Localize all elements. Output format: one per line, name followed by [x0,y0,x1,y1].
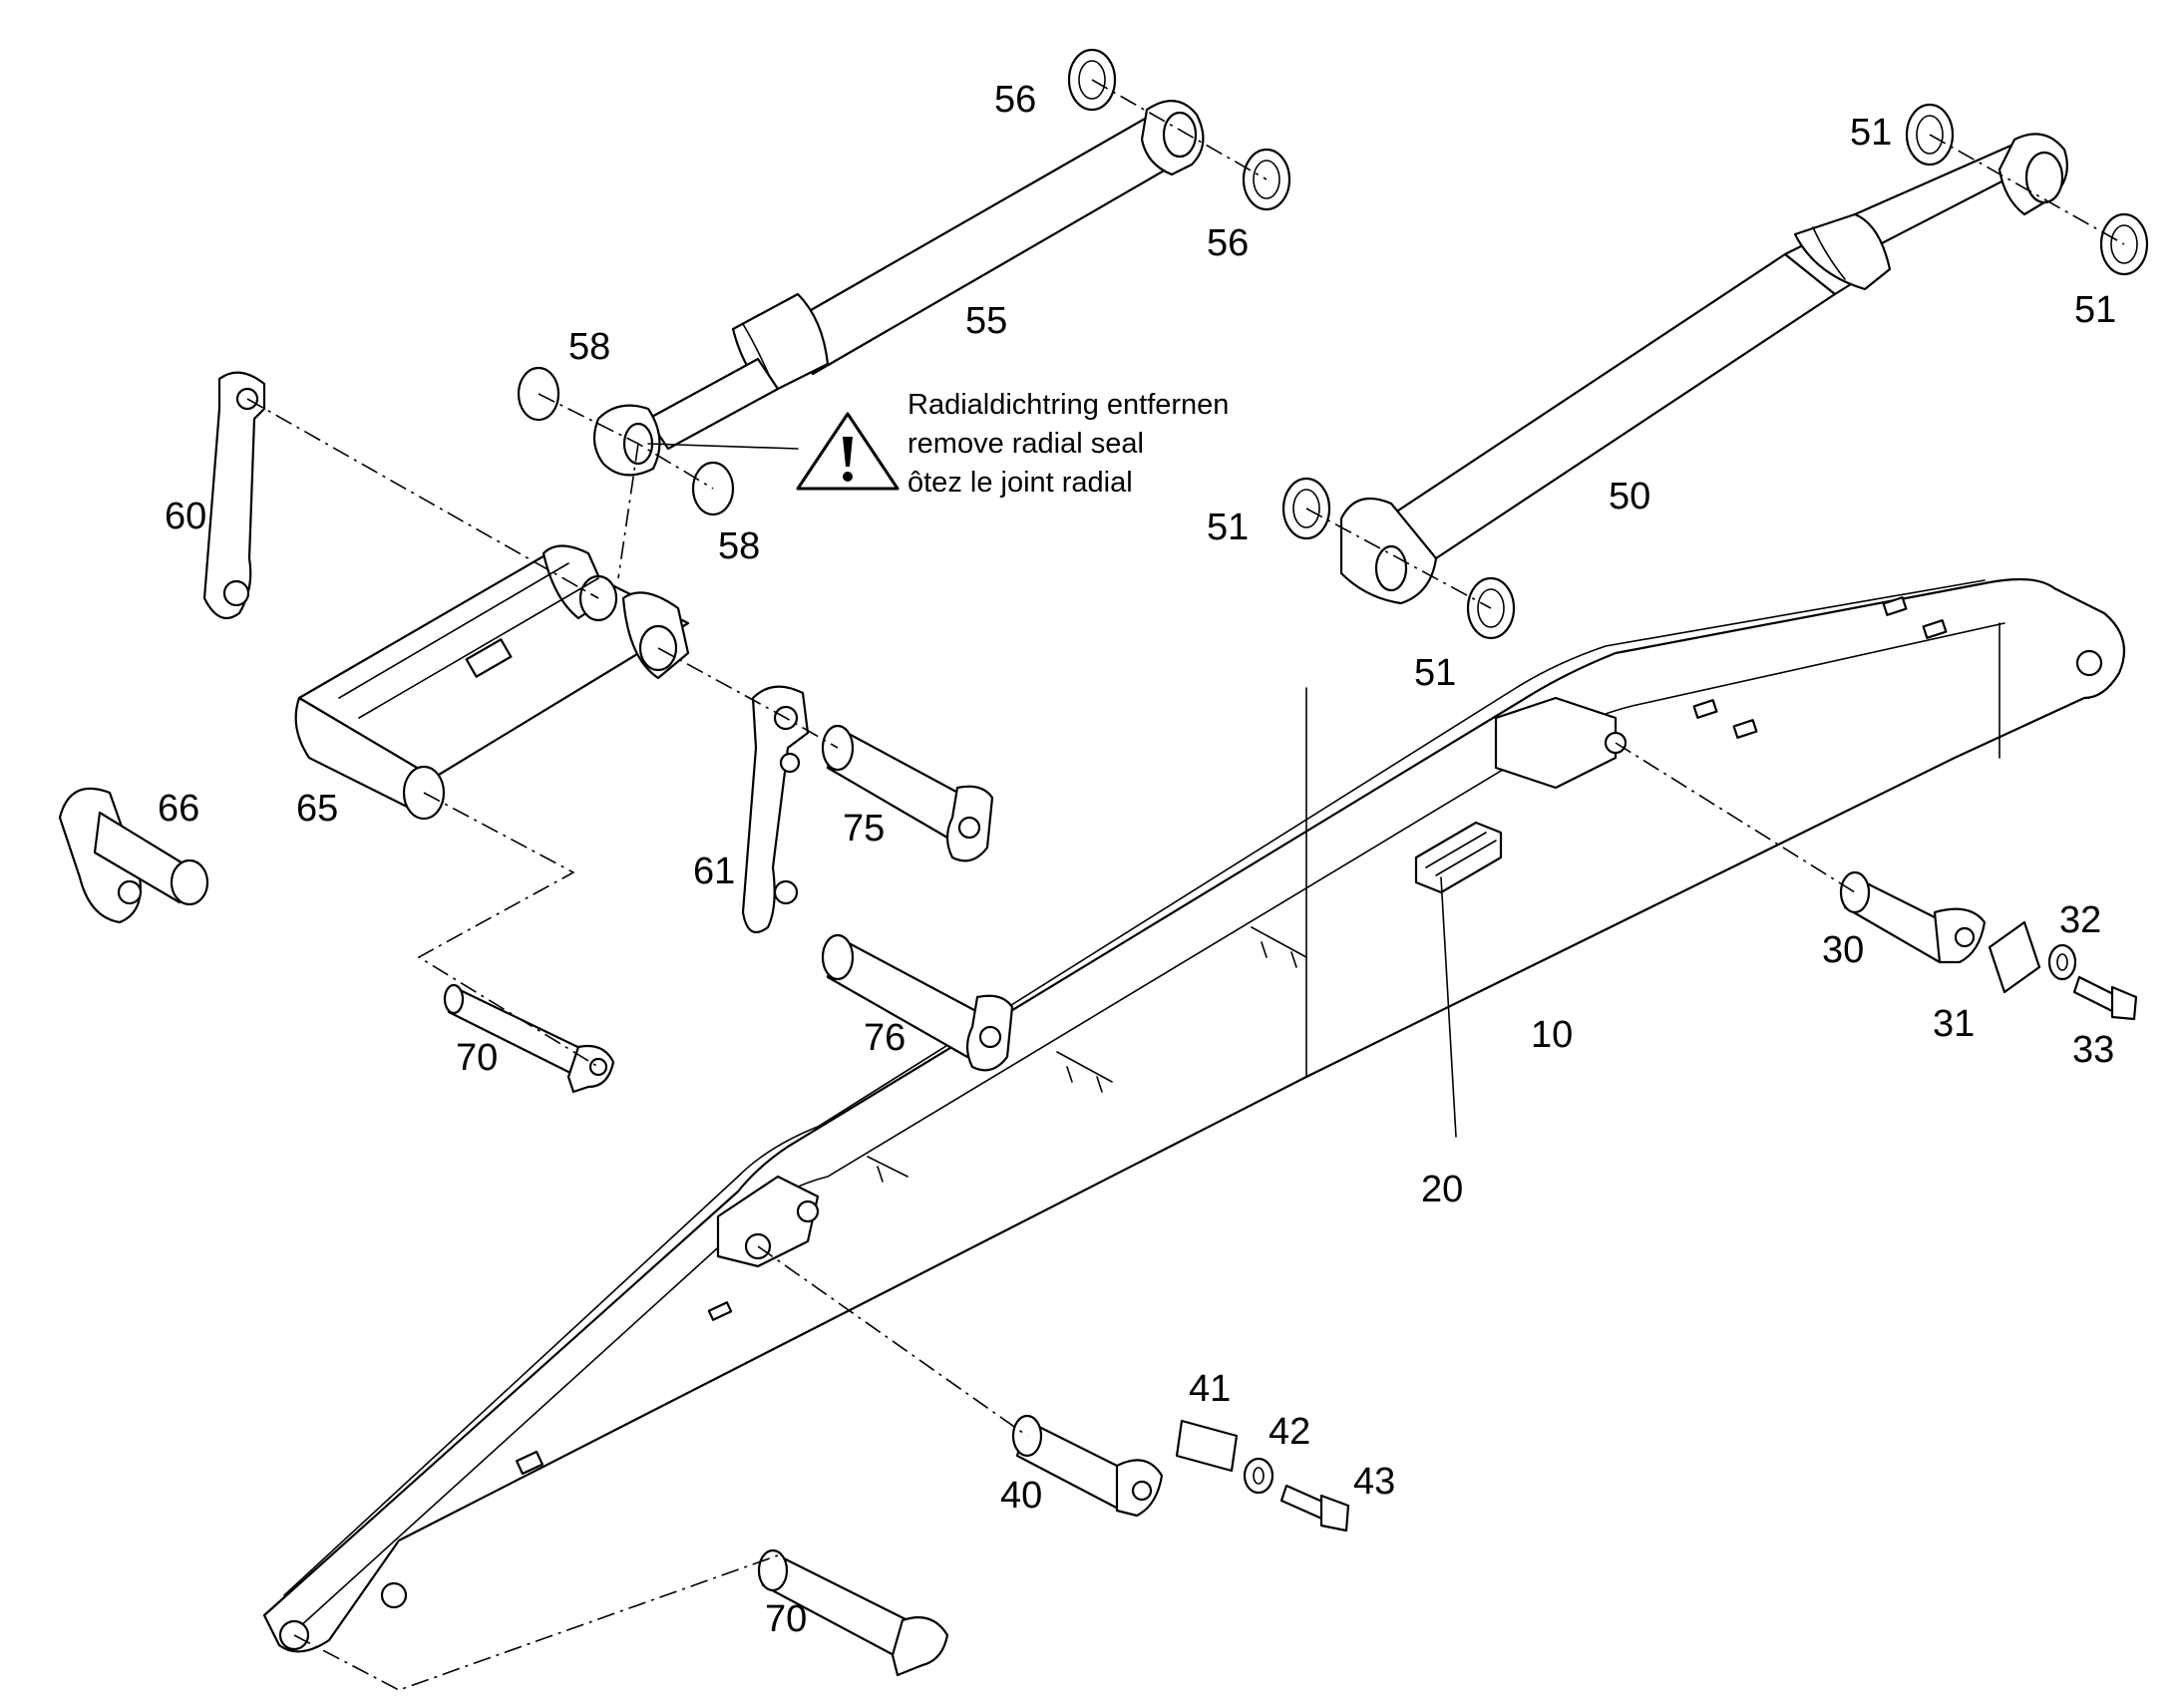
warning-text-en: remove radial seal [908,428,1144,460]
label-51-top: 51 [1850,112,1892,154]
label-40: 40 [1000,1475,1042,1517]
label-51-right: 51 [2074,289,2116,331]
label-30: 30 [1822,929,1864,971]
label-55: 55 [965,300,1007,342]
washer-32 [2047,943,2077,981]
lock-plate-41 [1175,1419,1239,1473]
warning-text-fr: ôtez le joint radial [908,467,1133,499]
boom-arm [262,577,2126,1653]
bolt-33 [2072,975,2138,1021]
pin-75 [821,724,994,862]
label-51-left: 51 [1207,507,1249,548]
link-plate-60 [202,371,266,620]
label-20: 20 [1421,1169,1463,1210]
leader-line-20 [1440,876,1457,1138]
warning-triangle-icon [796,412,900,491]
lock-plate-31 [1988,920,2041,994]
alignment-lines [246,79,2125,1691]
pin-70-lower [757,1548,949,1677]
linkage-frame-65 [294,544,690,821]
pin-30 [1839,870,1987,964]
label-76: 76 [864,1017,906,1059]
label-70-upper: 70 [456,1037,498,1079]
label-42: 42 [1269,1411,1310,1453]
label-10: 10 [1531,1014,1573,1056]
pin-66 [58,787,209,924]
valve-block [1414,821,1503,894]
pin-76 [821,933,1014,1072]
hydraulic-cylinder-55 [592,100,1205,477]
leader-line-warning [647,443,799,450]
label-60: 60 [165,496,206,537]
washer-42 [1243,1457,1274,1495]
label-61: 61 [693,851,735,892]
hydraulic-cylinder-50 [1339,133,2068,605]
pin-40 [1011,1414,1164,1518]
label-65: 65 [296,788,338,830]
part-labels: 56 56 55 58 58 51 51 51 51 50 60 65 66 7… [158,79,2116,1640]
label-32: 32 [2059,899,2101,941]
label-66: 66 [158,788,199,830]
label-75: 75 [843,808,885,850]
label-70-lower: 70 [765,1598,807,1640]
label-58-bottom: 58 [718,525,760,567]
label-50: 50 [1609,476,1650,517]
label-43: 43 [1353,1461,1395,1503]
pin-70-upper [443,983,615,1094]
label-51-bottom: 51 [1414,652,1456,694]
label-56-bottom: 56 [1207,222,1249,264]
bolt-43 [1279,1484,1350,1533]
label-33: 33 [2072,1029,2114,1071]
label-58-top: 58 [568,326,610,368]
label-41: 41 [1189,1368,1231,1410]
warning-text-de: Radialdichtring entfernen [908,389,1229,421]
link-plate-61 [741,685,810,934]
label-31: 31 [1933,1003,1975,1045]
label-56-top: 56 [994,79,1036,121]
